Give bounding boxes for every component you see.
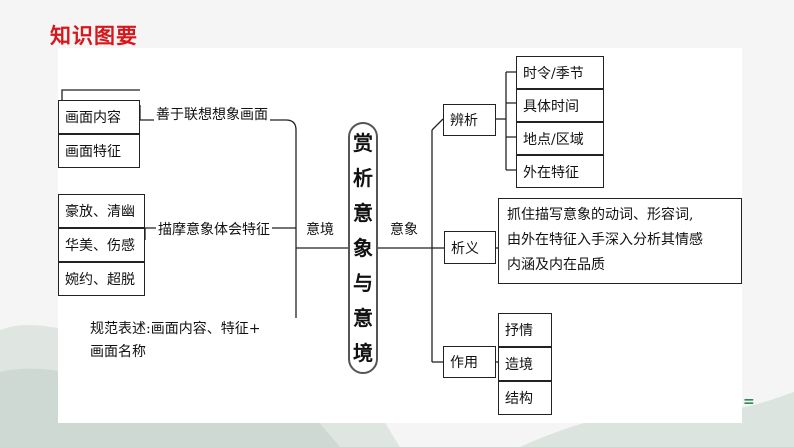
- node-function: 作用: [443, 346, 496, 378]
- branch-label-imagine: 善于联想想象画面: [154, 104, 270, 124]
- item-bold-serene: 豪放、清幽: [58, 194, 145, 228]
- branch-label-imagery: 意象: [388, 219, 420, 239]
- item-express-emotion: 抒情: [498, 313, 552, 347]
- item-ornate-sad: 华美、伤感: [58, 228, 145, 262]
- note-line-2: 画面名称: [90, 344, 146, 360]
- page-title: 知识图要: [50, 24, 138, 48]
- central-char-2: 析: [353, 165, 373, 190]
- note-line-1: 规范表述:画面内容、特征+: [90, 321, 261, 337]
- item-picture-content: 画面内容: [58, 100, 140, 134]
- central-char-4: 象: [353, 235, 373, 260]
- branch-label-artistic-conception: 意境: [304, 219, 336, 239]
- branch-label-describe: 描摩意象体会特征: [156, 219, 272, 239]
- node-analyze-meaning: 析义: [444, 231, 496, 264]
- item-specific-time: 具体时间: [516, 89, 604, 122]
- central-char-7: 境: [353, 340, 373, 365]
- item-picture-feature: 画面特征: [58, 134, 140, 168]
- central-topic: 赏 析 意 象 与 意 境: [348, 122, 378, 374]
- central-char-1: 赏: [353, 130, 373, 155]
- analysis-line-3: 内涵及内在品质: [507, 257, 605, 273]
- analysis-line-2: 由外在特征入手深入分析其情感: [507, 232, 703, 248]
- central-char-5: 与: [353, 270, 373, 295]
- central-char-3: 意: [353, 200, 373, 225]
- item-create-atmosphere: 造境: [498, 347, 552, 381]
- central-char-6: 意: [353, 305, 373, 330]
- item-external-feature: 外在特征: [516, 155, 604, 188]
- next-page-icon[interactable]: =: [743, 394, 755, 410]
- item-location: 地点/区域: [516, 122, 604, 155]
- item-season: 时令/季节: [516, 56, 604, 89]
- analysis-line-1: 抓住描写意象的动词、形容词,: [507, 207, 694, 223]
- analysis-text-box: 抓住描写意象的动词、形容词, 由外在特征入手深入分析其情感 内涵及内在品质: [498, 198, 742, 284]
- item-graceful-detached: 婉约、超脱: [58, 262, 145, 296]
- node-distinguish: 辨析: [443, 104, 496, 136]
- item-structure: 结构: [498, 381, 552, 415]
